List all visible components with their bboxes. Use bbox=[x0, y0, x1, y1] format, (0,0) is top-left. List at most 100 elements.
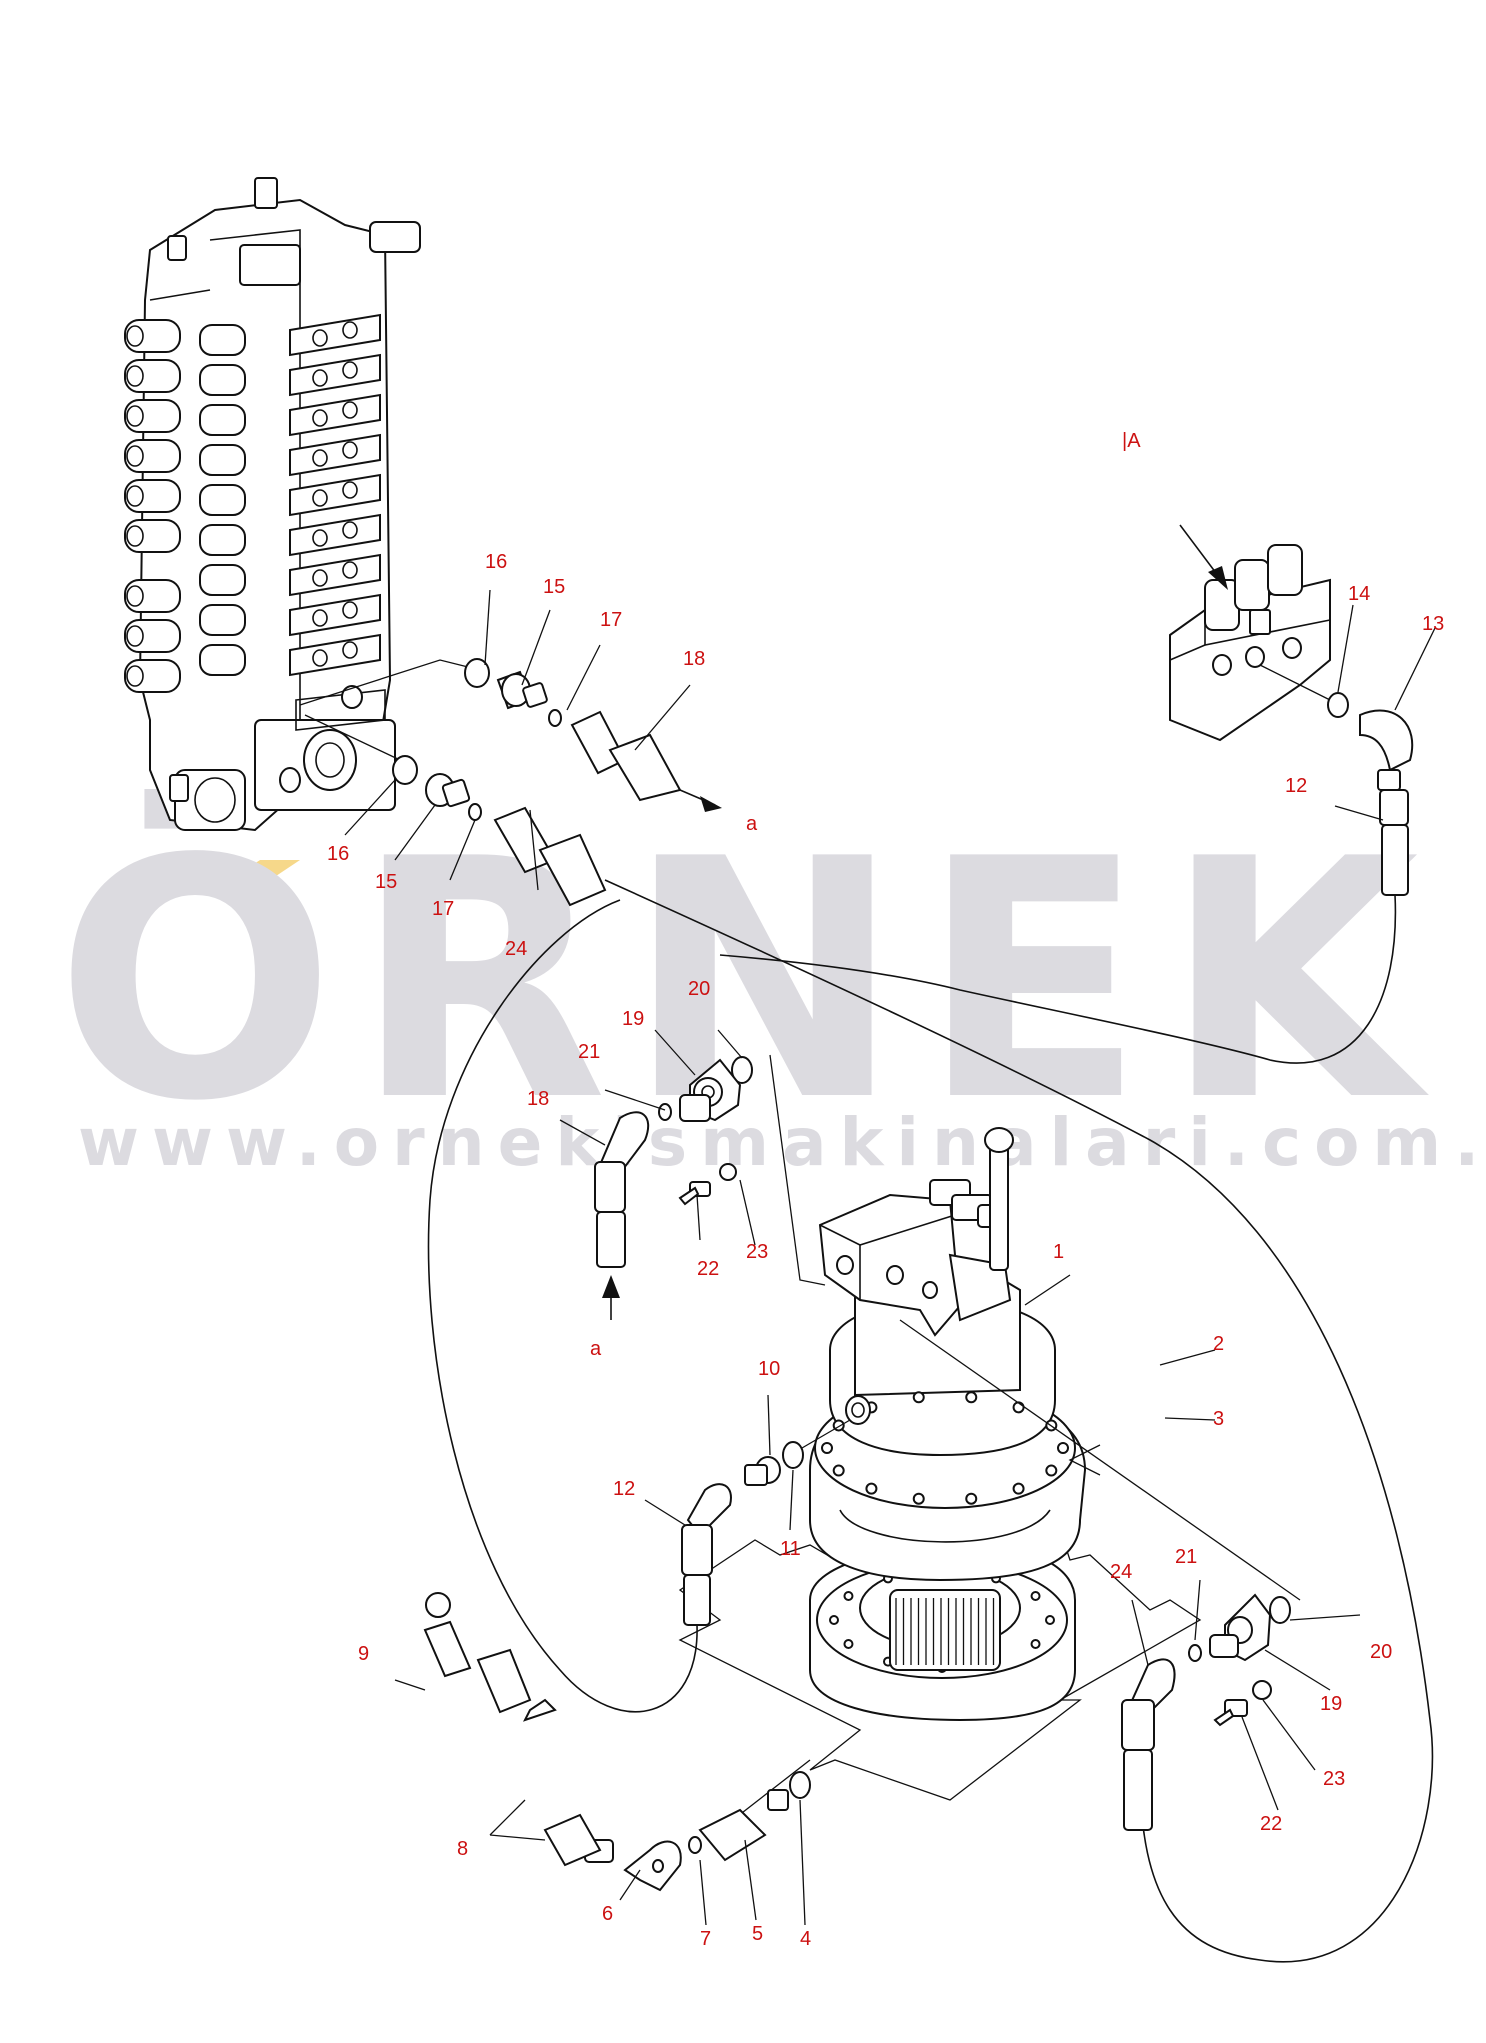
port-hole bbox=[312, 329, 328, 347]
view-marker-label: |A bbox=[1122, 430, 1141, 452]
flange-hole bbox=[843, 1639, 854, 1649]
housing-bolt bbox=[1045, 1464, 1058, 1477]
spool-nut bbox=[199, 324, 246, 356]
right-flange-fitting-group bbox=[1121, 1593, 1291, 1831]
section-plate bbox=[289, 433, 381, 477]
port-hole bbox=[312, 649, 328, 667]
control-valve-assembly bbox=[124, 177, 421, 832]
callout-16-upper: 16 bbox=[485, 551, 507, 573]
spool-nut bbox=[199, 644, 246, 676]
solenoid-valve-block bbox=[719, 524, 1414, 1064]
port-hole bbox=[342, 561, 358, 579]
watermark-brand: ÖRNEK bbox=[55, 786, 1437, 1173]
port-hole bbox=[342, 521, 358, 539]
spool-cap-end bbox=[126, 525, 144, 547]
callout-7: 7 bbox=[700, 1928, 711, 1950]
spool-cap-end bbox=[126, 365, 144, 387]
callout-18-upper: 18 bbox=[683, 648, 705, 670]
housing-bolt bbox=[912, 1492, 925, 1505]
lower-fitting-row bbox=[392, 755, 607, 907]
spool-nut bbox=[199, 484, 246, 516]
housing-bolt bbox=[1012, 1482, 1025, 1495]
spool-cap bbox=[124, 619, 181, 653]
spool-cap-end bbox=[126, 405, 144, 427]
port-hole bbox=[342, 361, 358, 379]
flange-hole bbox=[1030, 1591, 1041, 1601]
callout-24-right: 24 bbox=[1110, 1561, 1132, 1583]
port-hole bbox=[342, 601, 358, 619]
callout-21-left: 21 bbox=[578, 1041, 600, 1063]
port-hole bbox=[312, 489, 328, 507]
port-hole bbox=[342, 321, 358, 339]
flange-hole bbox=[1030, 1639, 1041, 1649]
spool-nut bbox=[199, 604, 246, 636]
port-hole bbox=[312, 609, 328, 627]
spool-nut bbox=[199, 524, 246, 556]
spool-cap bbox=[124, 479, 181, 513]
callout-10: 10 bbox=[758, 1358, 780, 1380]
callout-4: 4 bbox=[800, 1928, 811, 1950]
callout-19-right: 19 bbox=[1320, 1693, 1342, 1715]
spool-cap-end bbox=[126, 625, 144, 647]
callout-8: 8 bbox=[457, 1838, 468, 1860]
callout-14: 14 bbox=[1348, 583, 1370, 605]
housing-bolt bbox=[832, 1464, 845, 1477]
housing-bolt bbox=[912, 1391, 925, 1404]
callout-24-upper: 24 bbox=[505, 938, 527, 960]
callout-16-lower: 16 bbox=[327, 843, 349, 865]
section-plate bbox=[289, 353, 381, 397]
callout-23-left: 23 bbox=[746, 1241, 768, 1263]
leader-2-3 bbox=[1068, 1444, 1101, 1476]
flange-hole bbox=[1045, 1615, 1055, 1625]
callout-15-upper: 15 bbox=[543, 576, 565, 598]
hose-24-long bbox=[604, 879, 1434, 1963]
spool-nut bbox=[199, 404, 246, 436]
flange-hole bbox=[829, 1615, 839, 1625]
callout-1: 1 bbox=[1053, 1241, 1064, 1263]
spool-cap bbox=[124, 359, 181, 393]
section-plate bbox=[289, 633, 381, 677]
callout-13: 13 bbox=[1422, 613, 1444, 635]
port-hole bbox=[312, 449, 328, 467]
swing-motor-assembly bbox=[678, 1127, 1202, 1801]
spool-cap bbox=[124, 659, 181, 693]
spool-cap bbox=[124, 519, 181, 553]
housing-bolt bbox=[821, 1442, 833, 1454]
housing-bolt bbox=[1012, 1401, 1025, 1414]
callout-2: 2 bbox=[1213, 1333, 1224, 1355]
callout-15-lower: 15 bbox=[375, 871, 397, 893]
callout-3: 3 bbox=[1213, 1408, 1224, 1430]
port-hole bbox=[342, 481, 358, 499]
port-hole bbox=[312, 409, 328, 427]
callout-20-left: 20 bbox=[688, 978, 710, 1000]
section-plate bbox=[289, 593, 381, 637]
center-fittings bbox=[427, 899, 804, 1713]
housing-bolt bbox=[965, 1492, 978, 1505]
callout-17-lower: 17 bbox=[432, 898, 454, 920]
callout-23-right: 23 bbox=[1323, 1768, 1345, 1790]
port-hole bbox=[312, 529, 328, 547]
spool-cap-end bbox=[126, 445, 144, 467]
callout-22-right: 22 bbox=[1260, 1813, 1282, 1835]
port-hole bbox=[342, 441, 358, 459]
leader-motor-19-right bbox=[899, 1319, 1301, 1601]
callout-12-center: 12 bbox=[613, 1478, 635, 1500]
flange-hole bbox=[843, 1591, 854, 1601]
section-plate bbox=[289, 513, 381, 557]
callout-leaders bbox=[344, 589, 1436, 1926]
spool-cap-end bbox=[126, 585, 144, 607]
leader-19-motor bbox=[769, 1054, 826, 1286]
callout-6: 6 bbox=[602, 1903, 613, 1925]
port-hole bbox=[342, 641, 358, 659]
spool-cap-end bbox=[126, 325, 144, 347]
spool-cap bbox=[124, 319, 181, 353]
leader-valve-lower bbox=[304, 714, 401, 761]
spool-cap bbox=[124, 579, 181, 613]
callout-labels: 1 2 3 4 5 6 7 8 9 10 11 12 12 13 14 15 1… bbox=[327, 430, 1444, 1950]
port-hole bbox=[342, 401, 358, 419]
callout-20-right: 20 bbox=[1370, 1641, 1392, 1663]
spool-cap-end bbox=[126, 485, 144, 507]
port-hole bbox=[312, 569, 328, 587]
